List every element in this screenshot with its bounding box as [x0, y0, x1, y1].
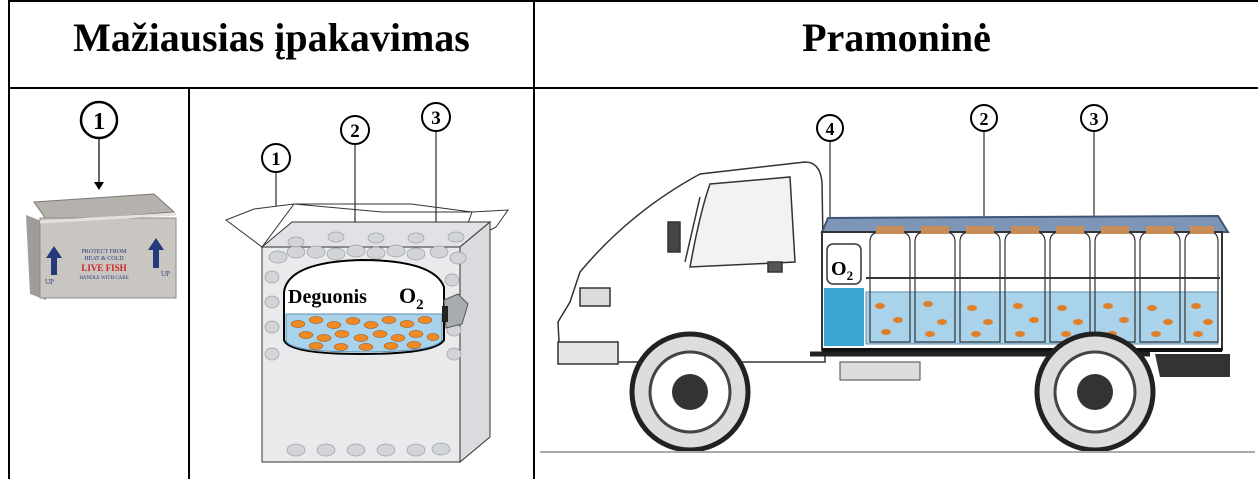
table-top-border [8, 0, 1258, 2]
svg-text:3: 3 [431, 108, 441, 129]
bag-clip [442, 306, 448, 322]
header-small-packaging: Mažiausias įpakavimas [10, 14, 533, 62]
table-left-border [8, 0, 10, 479]
header-industrial: Pramoninė [535, 14, 1258, 62]
box-text-live-fish: LIVE FISH [81, 263, 126, 273]
box-text-handle: HANDLE WITH CARE [79, 276, 128, 281]
svg-text:2: 2 [350, 121, 360, 142]
header-divider [8, 87, 1258, 89]
arrow-head [94, 182, 104, 190]
rear-wheel [1037, 334, 1153, 450]
box-text-protect: PROTECT FROM [81, 249, 127, 255]
svg-text:1: 1 [271, 149, 281, 170]
truck-callout-3: 3 [1081, 105, 1107, 131]
fish-truck-diagram: 4 2 3 [540, 92, 1255, 472]
callout-1-label: 1 [93, 109, 105, 135]
svg-text:2: 2 [980, 109, 989, 129]
svg-text:4: 4 [826, 119, 835, 139]
bag-oxygen-label: Deguonis [288, 286, 367, 308]
svg-text:3: 3 [1090, 109, 1099, 129]
truck-callout-2: 2 [971, 105, 997, 131]
fish-bag-diagram: 1 2 3 [196, 92, 531, 472]
front-wheel [632, 334, 748, 450]
diagram-callout-1: 1 [262, 144, 290, 172]
diagram-callout-2: 2 [341, 116, 369, 144]
callout-1: 1 [81, 102, 117, 138]
diagram-callout-3: 3 [422, 103, 450, 131]
fish-box-photo: 1 UP UP PROTECT FROM HEAT & COLD LIVE FI… [12, 90, 192, 300]
table-middle-border [533, 0, 535, 479]
truck-callout-4: 4 [817, 115, 843, 141]
box-text-heat: HEAT & COLD [84, 256, 124, 262]
truck-chassis [810, 354, 1230, 380]
box-up-right: UP [161, 270, 170, 278]
box-up-left: UP [45, 278, 54, 286]
